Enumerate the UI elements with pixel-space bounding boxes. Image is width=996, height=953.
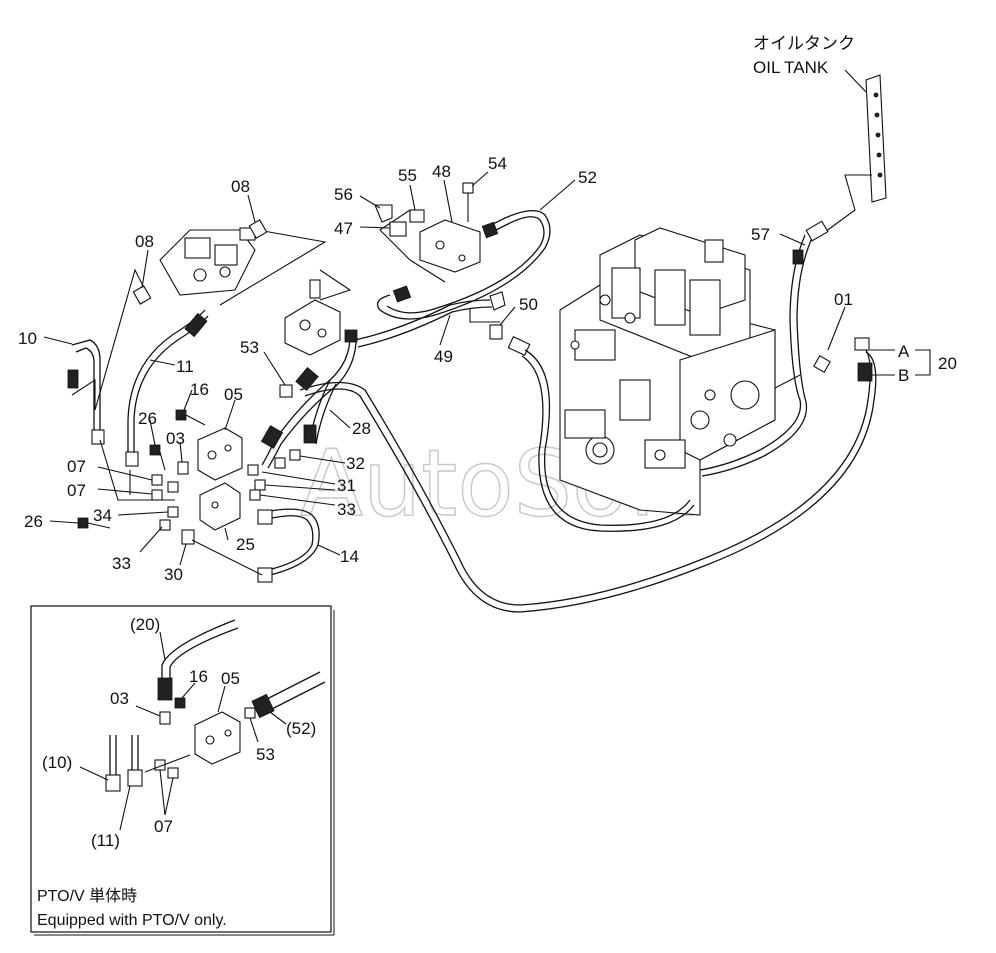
callout-14: 14	[340, 547, 359, 566]
fitting-03	[177, 461, 189, 475]
callout-28: 28	[352, 419, 371, 438]
inset-note-jp: PTO/V 単体時	[37, 887, 137, 905]
inset-pto-only	[30, 605, 335, 936]
block-05	[197, 427, 243, 481]
fitting-01	[813, 355, 831, 373]
fitting-53-upper	[279, 384, 293, 398]
hose-52	[376, 210, 551, 320]
hose-10	[67, 339, 105, 445]
callout-08-left: 08	[135, 232, 154, 251]
block-25	[199, 482, 241, 531]
oil-tank	[844, 69, 887, 203]
callout-26-lower: 26	[24, 512, 43, 531]
callout-47: 47	[334, 219, 353, 238]
callout-05: 05	[224, 385, 243, 404]
callout-B: B	[898, 366, 909, 385]
fitting-08-upper	[248, 219, 268, 239]
callout-07-lower: 07	[67, 481, 86, 500]
callout-31: 31	[337, 476, 356, 495]
oil-tank-label-en: OIL TANK	[753, 58, 829, 77]
hose-28	[260, 329, 358, 469]
oil-tank-label-jp: オイルタンク	[753, 34, 855, 53]
bolt-26-upper	[149, 444, 166, 471]
pto-valve-upper	[159, 227, 256, 296]
control-valve-assembly	[559, 227, 776, 516]
callout-54: 54	[488, 154, 507, 173]
callout-07-upper: 07	[67, 457, 86, 476]
callout-26-upper: 26	[138, 409, 157, 428]
callout-56: 56	[334, 185, 353, 204]
callout-30: 30	[164, 565, 183, 584]
fitting-33-lower	[159, 519, 171, 531]
inset-callout-07: 07	[154, 817, 173, 836]
inset-callout-03: 03	[110, 689, 129, 708]
inset-callout-52: (52)	[286, 719, 316, 738]
fitting-30	[181, 529, 195, 545]
valve-block-small	[284, 279, 341, 356]
fitting-08-left	[132, 285, 152, 305]
callout-49: 49	[434, 347, 453, 366]
callout-53: 53	[240, 338, 259, 357]
hose-14	[257, 508, 320, 583]
fittings-31-32-33	[247, 449, 301, 501]
callout-A: A	[898, 342, 910, 361]
callout-33-lower: 33	[112, 554, 131, 573]
fitting-50	[489, 324, 531, 356]
fitting-47	[389, 221, 407, 237]
callout-01: 01	[834, 290, 853, 309]
callout-34: 34	[93, 506, 112, 525]
hose-11	[125, 309, 209, 467]
callout-50: 50	[519, 295, 538, 314]
callout-16: 16	[190, 380, 209, 399]
fitting-55	[409, 209, 425, 223]
callout-57: 57	[751, 225, 770, 244]
callout-08-upper: 08	[231, 177, 250, 196]
hose-57	[699, 220, 829, 477]
inset-callout-16: 16	[189, 667, 208, 686]
hose-49	[354, 291, 506, 348]
inset-callout-05: 05	[221, 669, 240, 688]
inset-callout-53: 53	[256, 745, 275, 764]
fitting-34	[167, 506, 179, 518]
callout-48: 48	[432, 162, 451, 181]
bolt-54	[462, 182, 474, 222]
callout-10: 10	[18, 329, 37, 348]
callout-52: 52	[578, 168, 597, 187]
inset-callout-20: (20)	[130, 615, 160, 634]
callout-20: 20	[938, 354, 957, 373]
inset-callout-11: (11)	[91, 831, 120, 850]
hose-20	[299, 337, 877, 613]
inset-callout-10: (10)	[42, 753, 72, 772]
callout-03: 03	[166, 429, 185, 448]
fitting-56	[374, 204, 393, 223]
callout-11: 11	[176, 357, 194, 376]
callout-55: 55	[398, 166, 417, 185]
fittings-07	[151, 474, 179, 501]
inset-note-en: Equipped with PTO/V only.	[37, 912, 227, 929]
callout-33-right: 33	[337, 500, 356, 519]
callout-25: 25	[236, 535, 255, 554]
callout-32: 32	[346, 454, 365, 473]
bolt-16	[175, 409, 206, 426]
valve-block-48	[419, 219, 481, 273]
